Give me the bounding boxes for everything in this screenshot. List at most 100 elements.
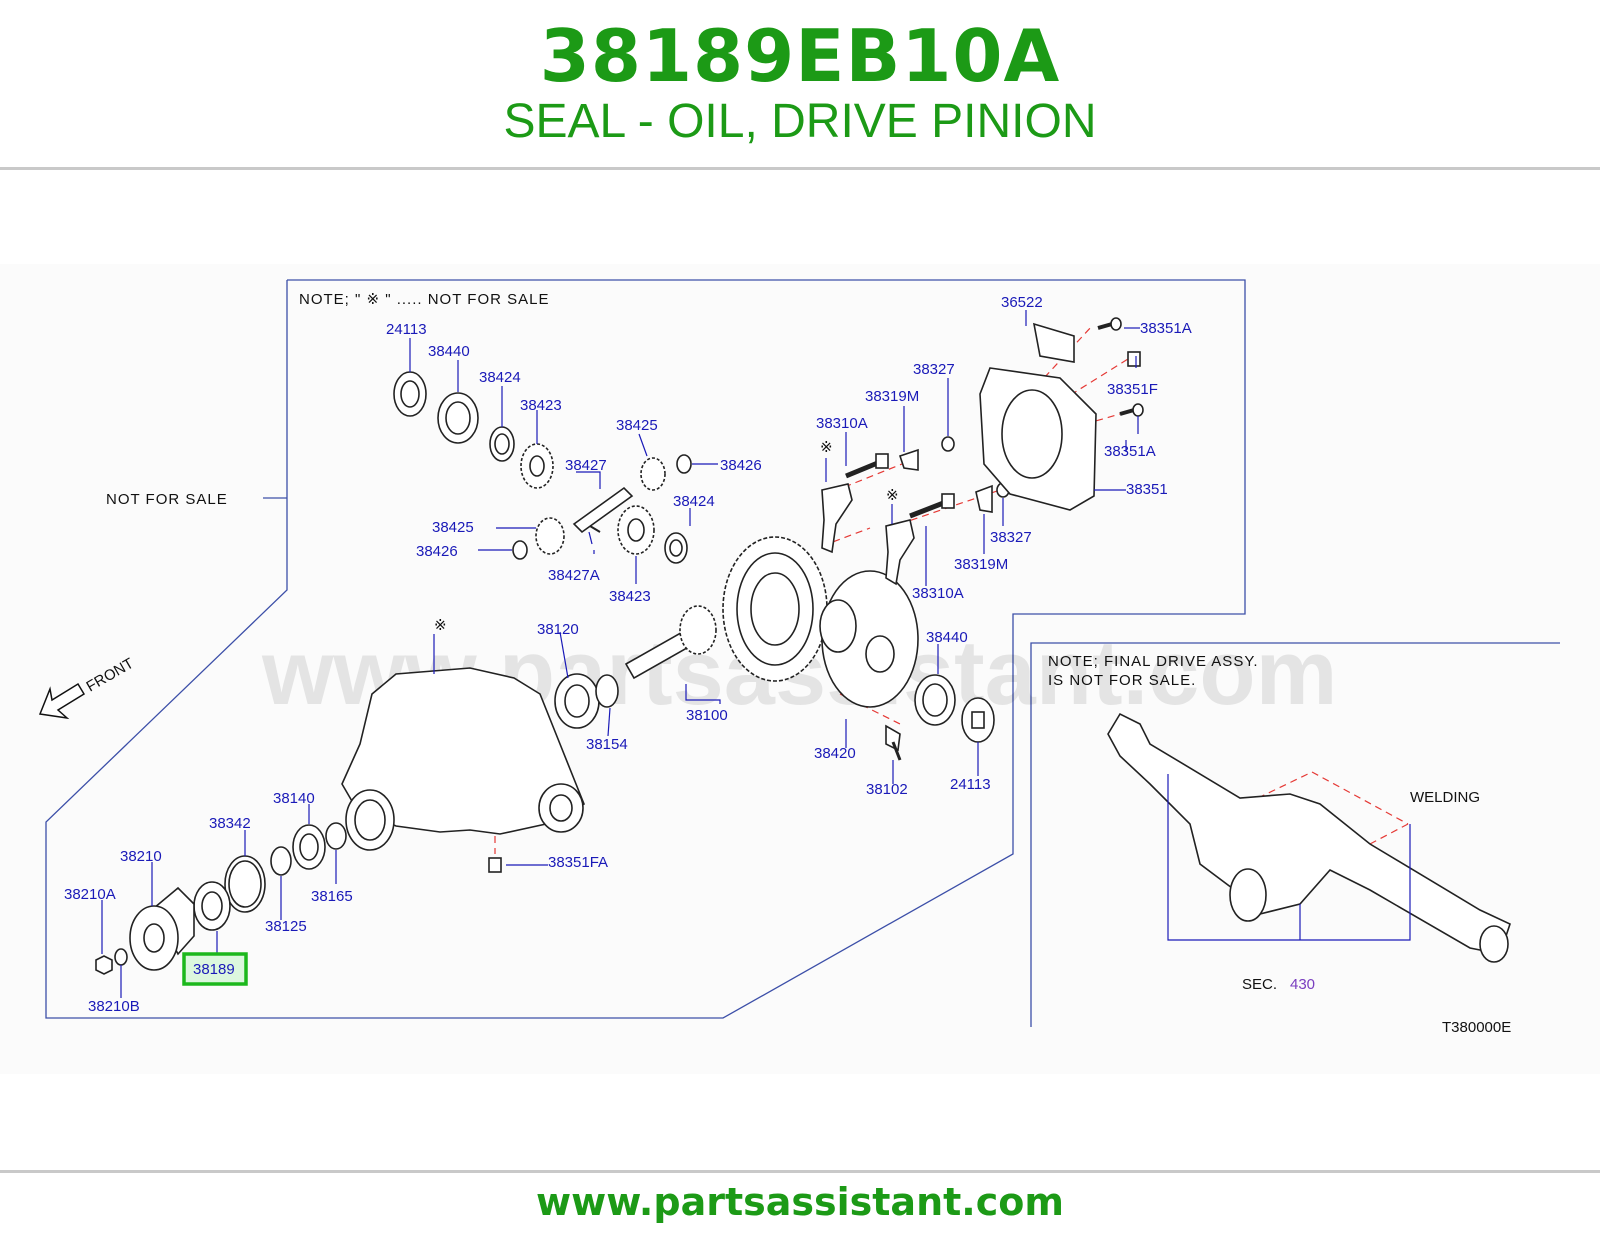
- final-drive-note-line1: NOTE; FINAL DRIVE ASSY.: [1048, 653, 1259, 670]
- label-38310A-bottom[interactable]: 38310A: [912, 585, 964, 602]
- pinion-shim-icon: [595, 674, 619, 708]
- exploded-parts-diagram: www.partsassistant.com NOTE; " ※ " .....…: [0, 264, 1600, 1074]
- cover-bolt-top-icon: [1097, 317, 1122, 331]
- bearing-cap-right-icon: [885, 519, 915, 586]
- carrier-housing-icon: [341, 667, 586, 851]
- washer-icon: [114, 948, 128, 966]
- label-38351A-top[interactable]: 38351A: [1140, 320, 1192, 337]
- asterisk-mark-cap-right: ※: [886, 487, 899, 504]
- label-38100[interactable]: 38100: [686, 707, 728, 724]
- filler-plug-icon: [1127, 351, 1141, 367]
- drawing-code: T380000E: [1442, 1019, 1511, 1036]
- pinion-mate-washer-top-icon: [676, 454, 692, 474]
- oil-seal-icon: [193, 881, 231, 931]
- label-38189[interactable]: 38189: [193, 961, 235, 978]
- label-36522[interactable]: 36522: [1001, 294, 1043, 311]
- footer-url[interactable]: www.partsassistant.com: [536, 1180, 1064, 1224]
- label-38440-top[interactable]: 38440: [428, 343, 470, 360]
- label-38154[interactable]: 38154: [586, 736, 628, 753]
- final-drive-inset-frame: [1030, 642, 1560, 1027]
- label-38420[interactable]: 38420: [814, 745, 856, 762]
- sec-number-label[interactable]: 430: [1290, 976, 1315, 993]
- vent-bracket-icon: [1032, 322, 1075, 363]
- part-number-title: 38189EB10A: [539, 14, 1061, 98]
- label-38424-mid[interactable]: 38424: [673, 493, 715, 510]
- label-38427A[interactable]: 38427A: [548, 567, 600, 584]
- flange-nut-icon: [95, 955, 113, 975]
- label-38319M-top[interactable]: 38319M: [865, 388, 919, 405]
- differential-case-icon: [819, 570, 919, 708]
- label-38426-top[interactable]: 38426: [720, 457, 762, 474]
- ring-gear-icon: [722, 536, 828, 682]
- part-labels: 24113 38440 38424 38423 38425 38426 3842…: [64, 294, 1192, 1015]
- drain-plug-icon: [488, 857, 502, 873]
- side-gear-top-icon: [520, 443, 554, 489]
- final-drive-note-line2: IS NOT FOR SALE.: [1048, 672, 1196, 689]
- label-38351[interactable]: 38351: [1126, 481, 1168, 498]
- thrust-washer-top-icon: [489, 426, 515, 462]
- label-38165[interactable]: 38165: [311, 888, 353, 905]
- front-arrow-icon: [38, 682, 86, 720]
- label-24113-top[interactable]: 24113: [386, 321, 427, 338]
- label-38427[interactable]: 38427: [565, 457, 607, 474]
- side-not-for-sale-note: NOT FOR SALE: [106, 491, 228, 508]
- label-38210B[interactable]: 38210B: [88, 998, 140, 1015]
- label-38351F[interactable]: 38351F: [1107, 381, 1158, 398]
- bearing-cap-left-icon: [821, 483, 853, 554]
- side-bearing-right-icon: [914, 674, 956, 726]
- side-bearing-top-icon: [393, 371, 427, 417]
- lock-plate-bottom-icon: [975, 484, 993, 513]
- drive-pinion-icon: [624, 605, 717, 680]
- rear-cover-icon: [979, 367, 1097, 511]
- thrust-washer-mid-icon: [664, 532, 688, 564]
- label-38120[interactable]: 38120: [537, 621, 579, 638]
- lock-pin-icon: [589, 525, 601, 533]
- bearing-cap-bolt-right-icon: [909, 493, 955, 519]
- collapsible-spacer-icon: [270, 846, 292, 876]
- asterisk-mark-housing: ※: [434, 617, 447, 634]
- label-38140[interactable]: 38140: [273, 790, 315, 807]
- bearing-cap-bolt-left-icon: [845, 453, 889, 479]
- label-38425-top[interactable]: 38425: [616, 417, 658, 434]
- adjuster-right-icon: [961, 697, 995, 743]
- cover-bolt-mid-icon: [1119, 403, 1144, 417]
- bearing-race-top-icon: [437, 392, 479, 444]
- highlighted-part-38189[interactable]: 38189: [182, 952, 248, 986]
- header-divider: [0, 167, 1600, 170]
- label-38210A[interactable]: 38210A: [64, 886, 116, 903]
- part-name-subtitle: SEAL - OIL, DRIVE PINION: [503, 95, 1097, 148]
- side-gear-bottom-icon: [617, 505, 655, 555]
- label-38424-top[interactable]: 38424: [479, 369, 521, 386]
- pinion-mate-gear-left-icon: [535, 517, 565, 555]
- label-38327-mid[interactable]: 38327: [990, 529, 1032, 546]
- welding-label: WELDING: [1410, 789, 1480, 806]
- label-38319M-bottom[interactable]: 38319M: [954, 556, 1008, 573]
- ring-gear-bolt-icon: [885, 724, 902, 761]
- label-24113-right[interactable]: 24113: [950, 776, 991, 793]
- label-38351FA[interactable]: 38351FA: [548, 854, 608, 871]
- label-38425-left[interactable]: 38425: [432, 519, 474, 536]
- label-38125[interactable]: 38125: [265, 918, 307, 935]
- not-for-sale-legend: NOTE; " ※ " ..... NOT FOR SALE: [299, 291, 549, 308]
- label-38310A-top[interactable]: 38310A: [816, 415, 868, 432]
- label-38351A-mid[interactable]: 38351A: [1104, 443, 1156, 460]
- label-38327-top[interactable]: 38327: [913, 361, 955, 378]
- label-38210[interactable]: 38210: [120, 848, 162, 865]
- label-38102[interactable]: 38102: [866, 781, 908, 798]
- pinion-bearing-inner-icon: [325, 822, 347, 850]
- label-38423-bottom[interactable]: 38423: [609, 588, 651, 605]
- label-38342[interactable]: 38342: [209, 815, 251, 832]
- pinion-mate-shaft-icon: [572, 486, 634, 534]
- lock-bolt-top-icon: [941, 436, 955, 452]
- main-group-frame: [45, 279, 1246, 1019]
- label-38426-left[interactable]: 38426: [416, 543, 458, 560]
- asterisk-mark-cap-left: ※: [820, 439, 833, 456]
- pinion-bearing-rear-icon: [292, 824, 326, 870]
- leader-lines: [101, 310, 1411, 998]
- footer-divider: [0, 1170, 1600, 1173]
- label-38423-top[interactable]: 38423: [520, 397, 562, 414]
- pinion-mate-washer-left-icon: [512, 540, 528, 560]
- spacer-ring-icon: [224, 855, 266, 913]
- label-38440-right[interactable]: 38440: [926, 629, 968, 646]
- pinion-bearing-front-icon: [554, 673, 600, 729]
